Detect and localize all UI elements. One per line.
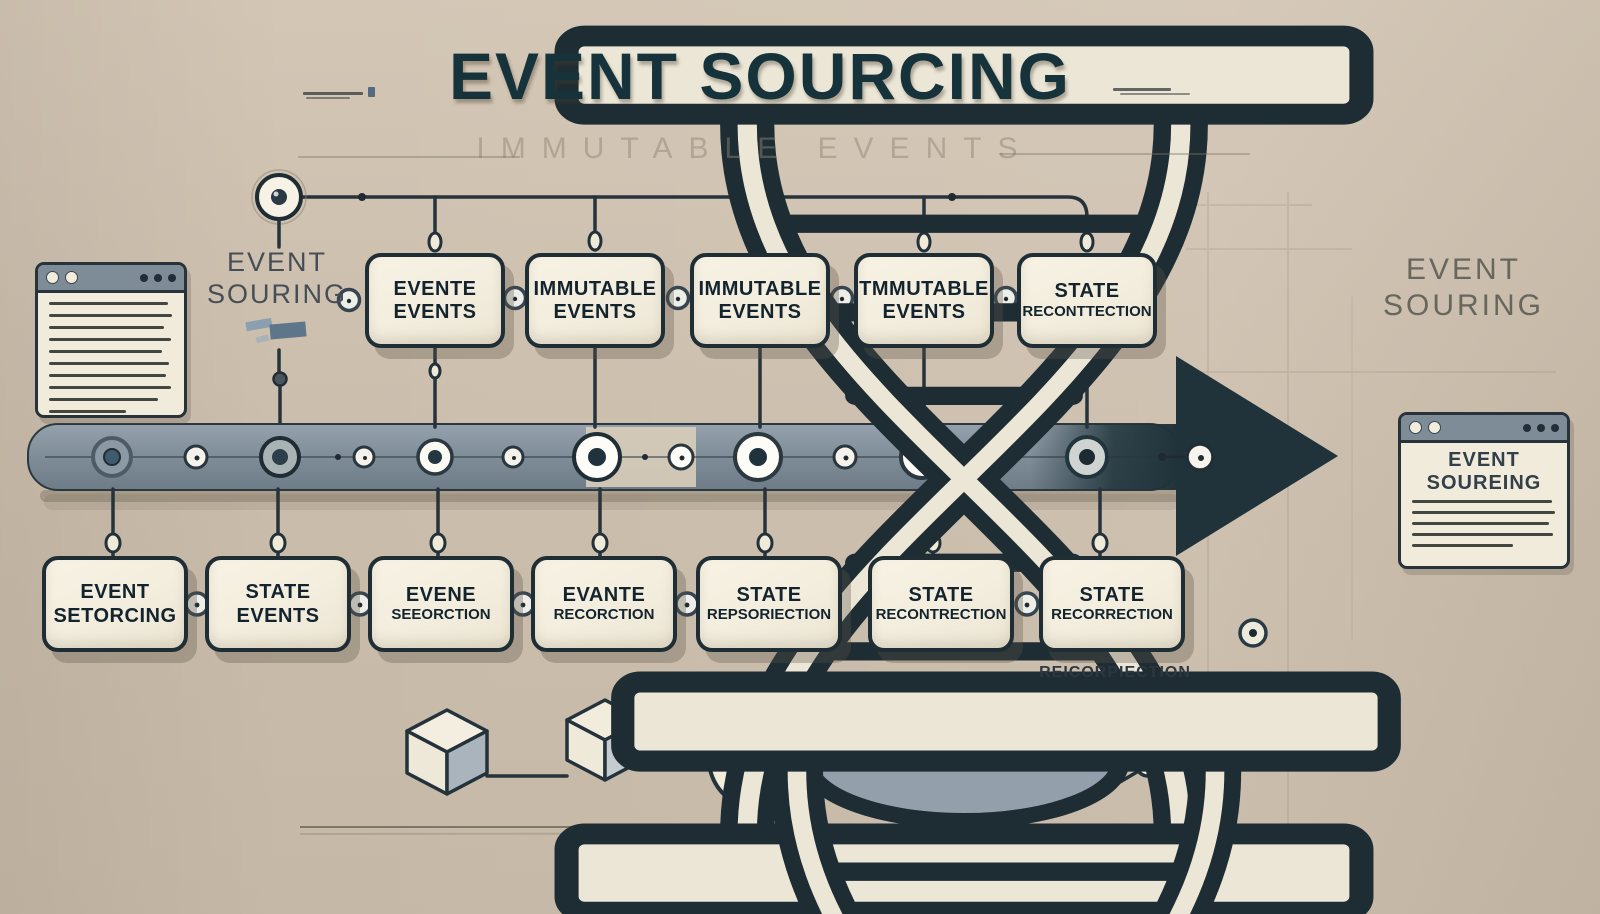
window-dot-icon [168,273,176,282]
document-text-lines [38,293,184,415]
eye-node-icon [251,169,307,225]
browser-titlebar [1401,415,1567,443]
browser-window-left [35,262,187,418]
window-dot-icon [140,273,148,282]
window-dot-icon [1428,421,1441,434]
window-dot-icon [1537,423,1545,432]
noise-mark [1120,93,1190,95]
page-title: EVENT SOURCING [448,39,1072,113]
ghost-dash-right [1000,153,1250,155]
blue-cap-icon [245,317,307,344]
window-dot-icon [1409,421,1422,434]
browser-page-title: EVENT SOUREING [1426,449,1542,494]
timeline-arrow-icon [1176,356,1338,556]
window-dot-icon [1523,423,1531,432]
window-dot-icon [154,273,162,282]
ghost-dash-left [298,156,520,158]
noise-mark [1113,88,1171,91]
noise-mark [303,92,363,95]
noise-mark [368,87,375,97]
noise-mark [306,97,350,99]
browser-window-right: EVENT SOUREING [1398,412,1570,569]
window-dot-icon [65,271,78,284]
floating-node-icon [1238,618,1268,648]
browser-titlebar [38,265,184,293]
document-text-lines [1401,495,1567,553]
column-bead-dark [272,371,288,387]
event-souring-column [277,218,282,428]
reprojection-caption: REICORPIECTION [1039,664,1191,681]
cube-icon-1 [405,708,489,796]
ghost-subtitle: IMMUTABLE EVENTS [476,132,1034,165]
window-dot-icon [1551,423,1559,432]
window-dot-icon [46,271,59,284]
